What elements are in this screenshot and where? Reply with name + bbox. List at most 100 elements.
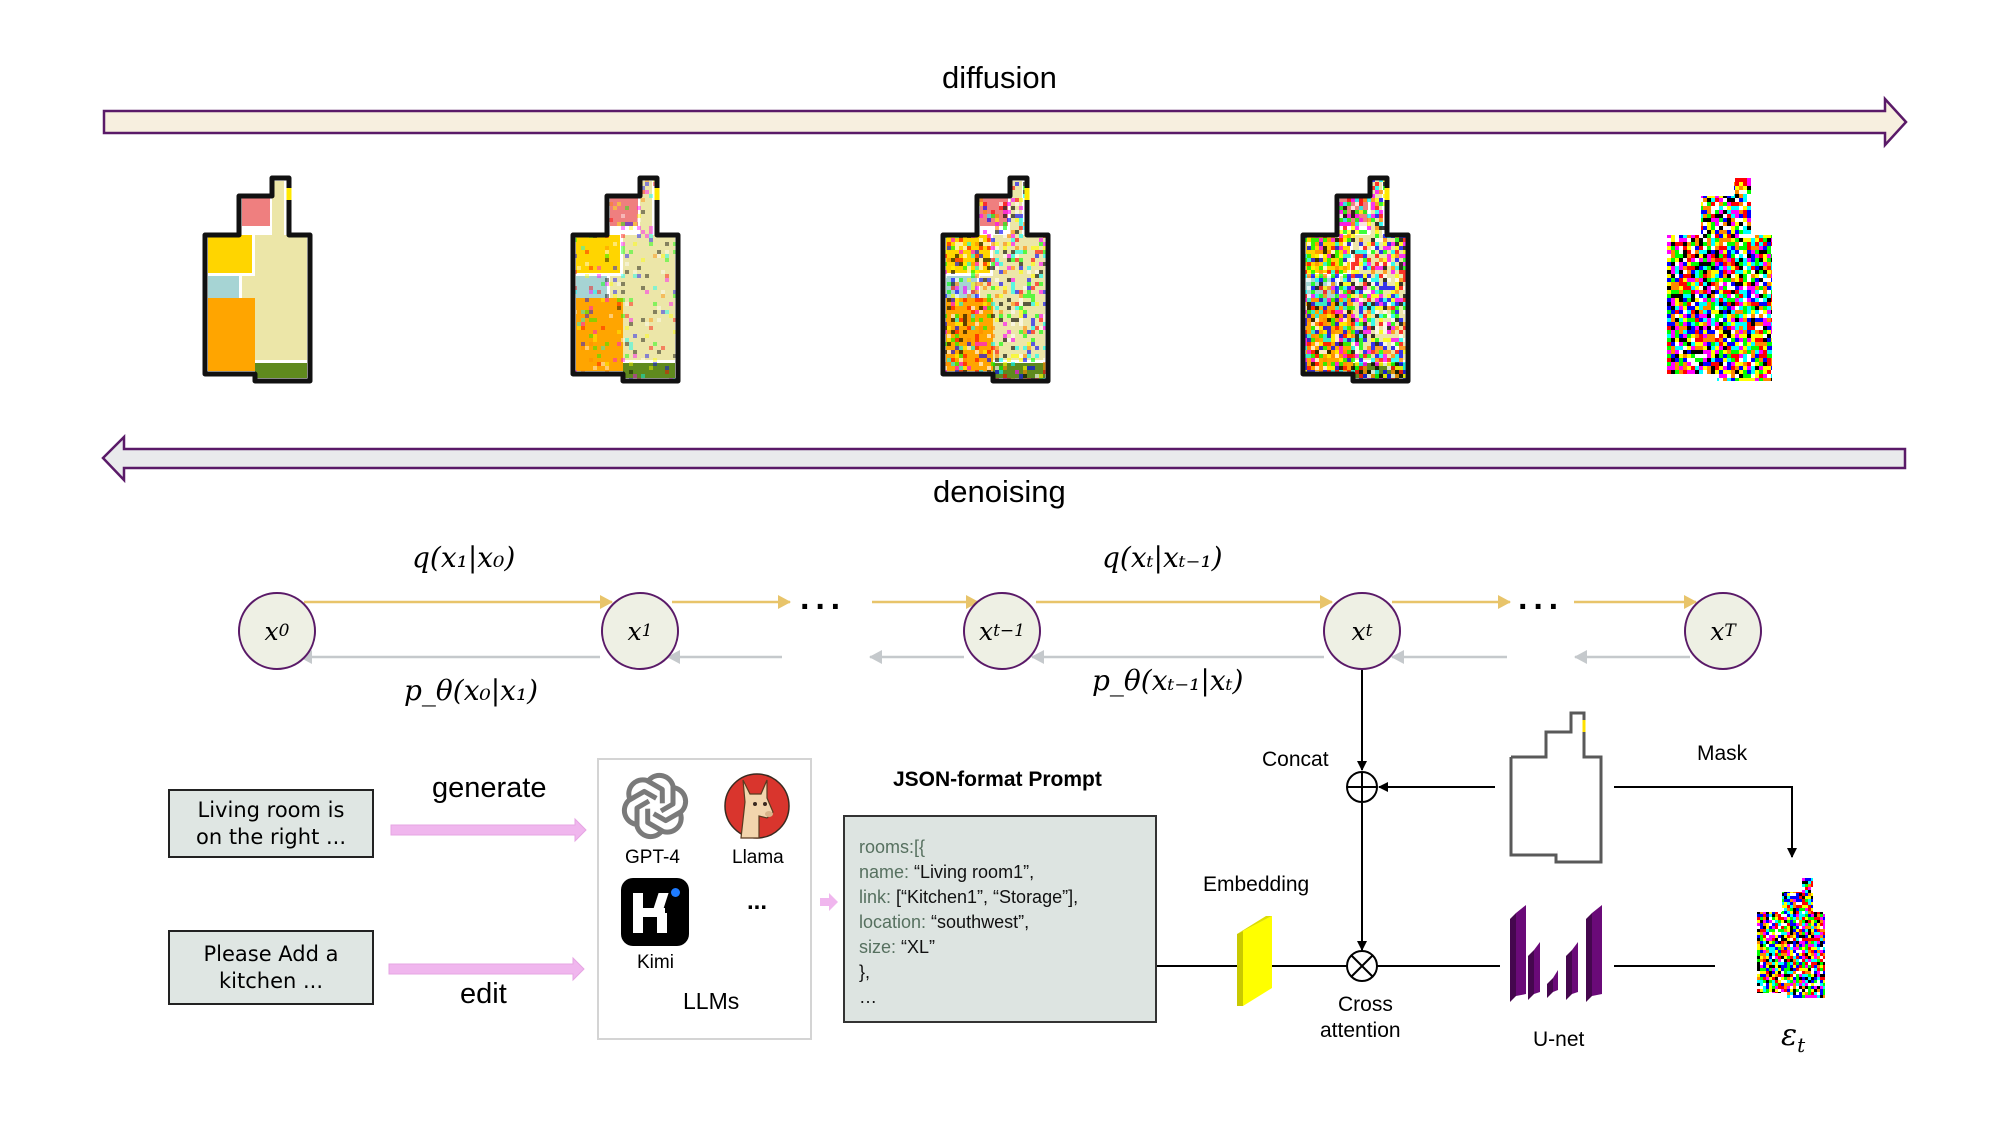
json-line: }, xyxy=(859,960,1141,985)
room xyxy=(242,196,270,226)
node-base: x xyxy=(627,616,642,646)
forward-q-label-1: q(x₁|x₀) xyxy=(412,541,516,574)
json-value: … xyxy=(859,987,877,1007)
epsilon-symbol: ε xyxy=(1781,1018,1798,1053)
node-sub: T xyxy=(1724,621,1736,641)
json-line: … xyxy=(859,985,1141,1010)
room xyxy=(255,235,307,360)
room xyxy=(640,181,652,235)
node-base: x xyxy=(978,616,994,646)
embedding-label: Embedding xyxy=(1203,873,1310,896)
ellipsis-2: ··· xyxy=(1518,588,1564,626)
llm-name-kimi: Kimi xyxy=(637,952,674,973)
floorplan-2 xyxy=(940,175,1051,384)
json-value: “Living room1”, xyxy=(914,862,1035,882)
unet-bar xyxy=(1510,905,1526,1002)
unet-bar xyxy=(1586,905,1602,1002)
node-base: x xyxy=(264,616,279,646)
unet-bar xyxy=(1528,942,1540,1000)
edit-text: Please Add a kitchen ... xyxy=(203,941,339,993)
room xyxy=(610,196,638,226)
llms-box: GPT-4 Llama Kimi ... LLMs xyxy=(597,758,812,1040)
node-sub: 1 xyxy=(641,621,653,641)
edit-text-box: Please Add a kitchen ... xyxy=(168,930,374,1005)
json-line: rooms:[{ xyxy=(859,835,1141,860)
json-key: name: xyxy=(859,862,915,882)
openai-logo-icon xyxy=(621,772,689,840)
floorplan-0 xyxy=(202,175,313,384)
generate-arrow xyxy=(390,817,587,843)
json-key: link: xyxy=(859,887,897,907)
room xyxy=(610,276,623,298)
json-prompt-title: JSON-format Prompt xyxy=(893,768,1102,791)
json-line: name: “Living room1”, xyxy=(859,860,1141,885)
concat-label: Concat xyxy=(1262,748,1329,771)
kimi-logo-icon xyxy=(621,878,689,946)
room xyxy=(576,235,620,273)
unet-bar xyxy=(1566,942,1578,1000)
llm-name-gpt4: GPT-4 xyxy=(625,847,680,868)
room xyxy=(576,298,623,371)
mask-floorplan-outline xyxy=(1509,711,1603,864)
generate-text: Living room is on the right ... xyxy=(195,797,346,849)
room xyxy=(272,181,284,235)
mask-to-epsilon-line xyxy=(1614,786,1797,858)
cross-attention-label-2: attention xyxy=(1320,1019,1401,1042)
node-base: x xyxy=(1710,616,1725,646)
llm-name-llama: Llama xyxy=(732,847,784,868)
ellipsis-1: ··· xyxy=(800,588,846,626)
json-key: rooms:[{ xyxy=(859,837,926,857)
reverse-p-label-1: p_θ(x₀|x₁) xyxy=(404,674,539,707)
llama-logo-icon xyxy=(724,773,790,839)
json-line: location: “southwest”, xyxy=(859,910,1141,935)
llm-to-json-arrow xyxy=(820,893,838,911)
epsilon-sub: t xyxy=(1797,1033,1806,1057)
json-line: link: [“Kitchen1”, “Storage”], xyxy=(859,885,1141,910)
floorplan-4 xyxy=(1667,178,1772,381)
mask-label: Mask xyxy=(1697,742,1748,765)
cross-attention-label-1: Cross xyxy=(1338,993,1393,1016)
unet-bar xyxy=(1547,970,1558,998)
cross-attention-operator-icon xyxy=(1346,950,1378,982)
floorplan-1 xyxy=(570,175,681,384)
diffusion-arrow xyxy=(102,95,1908,149)
json-value: }, xyxy=(859,962,871,982)
json-prompt-box: rooms:[{ name: “Living room1”, link: [“K… xyxy=(843,815,1157,1023)
forward-q-label-2: q(xₜ|xₜ₋₁) xyxy=(1102,541,1223,574)
room xyxy=(623,235,675,360)
concat-operator-icon xyxy=(1346,771,1378,803)
diffusion-label: diffusion xyxy=(942,60,1057,95)
node-sub: t xyxy=(1365,621,1373,641)
node-sub: 0 xyxy=(278,621,290,641)
floorplan-3 xyxy=(1300,175,1411,384)
denoising-label: denoising xyxy=(933,474,1066,509)
json-value: “southwest”, xyxy=(931,912,1030,932)
json-key: size: xyxy=(859,937,902,957)
floorplan-sequence xyxy=(202,175,1772,384)
node-base: x xyxy=(1351,616,1366,646)
json-key: location: xyxy=(859,912,932,932)
room xyxy=(242,276,255,298)
json-value: [“Kitchen1”, “Storage”], xyxy=(896,887,1079,907)
room xyxy=(623,363,675,378)
unet-label: U-net xyxy=(1533,1028,1585,1051)
room xyxy=(208,235,252,273)
unet-icon xyxy=(1510,905,1602,1002)
epsilon-noise-image xyxy=(1757,878,1825,998)
reverse-p-label-2: p_θ(xₜ₋₁|xₜ) xyxy=(1092,664,1244,697)
generate-label: generate xyxy=(432,772,547,804)
node-sub: t−1 xyxy=(993,621,1025,641)
llms-title: LLMs xyxy=(683,988,740,1014)
edit-arrow xyxy=(388,956,585,982)
llm-more: ... xyxy=(747,888,768,915)
epsilon-label: εt xyxy=(1781,1018,1805,1057)
edit-label: edit xyxy=(460,978,507,1010)
room xyxy=(208,298,255,371)
room xyxy=(255,363,307,378)
